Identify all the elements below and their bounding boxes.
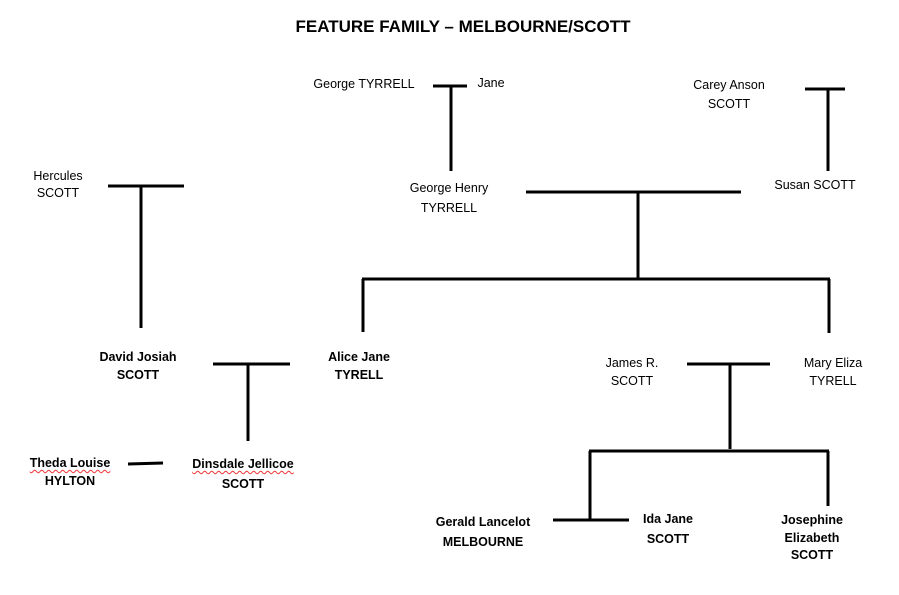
first-name: George Henry [409,181,489,195]
person-name: Jane [477,76,505,90]
first-name: Hercules [33,169,83,183]
surname: SCOTT [221,477,265,491]
person-name: George TYRRELL [313,77,415,91]
first-name: Carey Anson [693,78,765,92]
person-susan-scott: Susan SCOTT [774,176,855,194]
first-name: Theda Louise [29,456,111,470]
first-name: Alice Jane [328,350,390,364]
first-name: James R. [605,356,659,370]
surname: TYRELL [334,368,384,382]
first-name: Ida Jane [642,512,694,526]
middle-name: Elizabeth [784,530,840,545]
surname: SCOTT [36,186,80,200]
diagram-title: FEATURE FAMILY – MELBOURNE/SCOTT [295,17,631,36]
first-name: Josephine [781,513,843,527]
marriage-line-theda-dinsdale [127,461,164,466]
surname: SCOTT [116,368,160,382]
first-name: Gerald Lancelot [435,515,531,529]
surname: SCOTT [646,532,690,546]
person-jane: Jane [477,74,504,92]
first-name: David Josiah [99,350,177,364]
surname: SCOTT [610,374,654,388]
first-name: Mary Eliza [803,356,863,370]
surname: SCOTT [790,548,834,562]
person-james-r-scott: James R. SCOTT [606,354,659,390]
surname: SCOTT [707,97,751,111]
surname: TYRRELL [420,201,478,215]
surname: TYRELL [809,374,857,388]
person-name: Susan SCOTT [774,178,856,192]
first-name: Dinsdale Jellicoe [192,457,294,471]
surname: MELBOURNE [442,535,524,549]
person-george-tyrrell: George TYRRELL [313,75,414,93]
surname: HYLTON [44,474,96,488]
